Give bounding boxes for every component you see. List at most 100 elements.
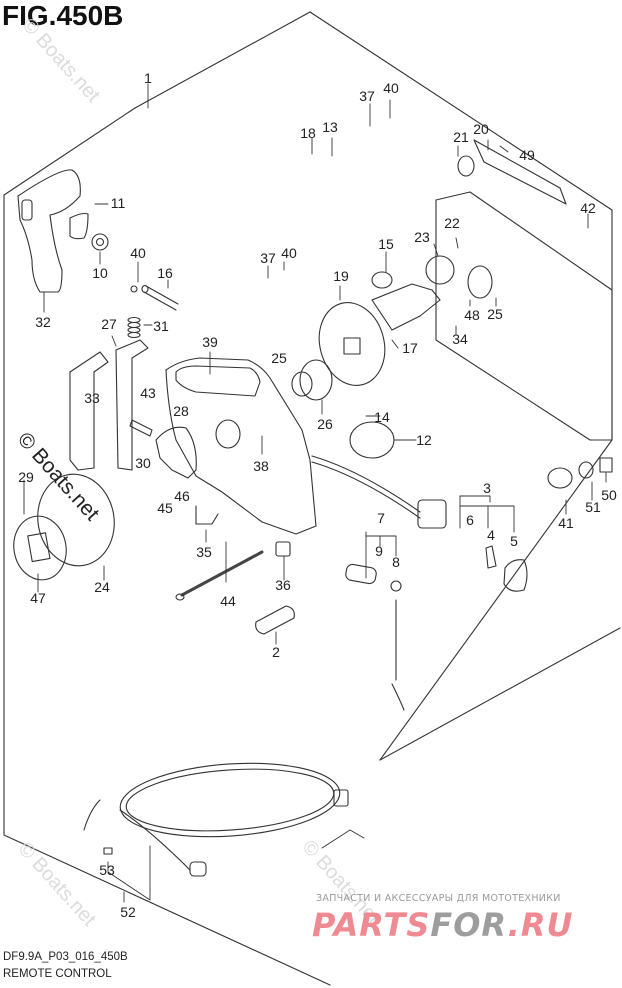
- callout-1: 1: [144, 70, 152, 86]
- callout-37-top: 37: [359, 88, 375, 104]
- callout-7: 7: [377, 510, 385, 526]
- handle-part-32: [17, 169, 81, 293]
- disc-part-19: [318, 302, 386, 386]
- callout-3: 3: [483, 480, 491, 496]
- callout-30: 30: [135, 455, 151, 471]
- callout-43: 43: [140, 385, 156, 401]
- seal-part-21: [457, 155, 475, 177]
- control-housing-38: [165, 357, 317, 535]
- callout-33: 33: [84, 390, 100, 406]
- callout-5: 5: [510, 533, 518, 549]
- plate-part-28: [155, 426, 197, 479]
- callout-8: 8: [392, 554, 400, 570]
- callout-18: 18: [300, 125, 316, 141]
- bush-part-25: [467, 265, 493, 299]
- bush-part-41: [547, 467, 573, 489]
- callout-31: 31: [153, 318, 169, 334]
- callout-44: 44: [220, 593, 236, 609]
- callout-53: 53: [99, 862, 115, 878]
- cable-part-52: [119, 762, 341, 838]
- screw-part-44: [180, 550, 264, 597]
- callout-13: 13: [322, 119, 338, 135]
- shop-brand-part-3: .RU: [507, 906, 574, 944]
- callout-23: 23: [414, 229, 430, 245]
- lever-part-27: [115, 339, 149, 471]
- callout-20: 20: [473, 121, 489, 137]
- callout-40-top: 40: [383, 80, 399, 96]
- ring-part-26: [299, 359, 333, 401]
- callout-47: 47: [30, 590, 46, 606]
- callout-25-right: 25: [487, 306, 503, 322]
- side-plate: [435, 191, 613, 441]
- callout-4: 4: [487, 527, 495, 543]
- callout-34: 34: [452, 331, 468, 347]
- callout-42: 42: [580, 200, 596, 216]
- callout-35: 35: [196, 544, 212, 560]
- callout-6: 6: [466, 512, 474, 528]
- assembly-outline: [3, 11, 621, 986]
- shop-brand-part-1: PARTS: [312, 906, 431, 944]
- callout-11: 11: [110, 195, 126, 211]
- clip-part-8: [390, 580, 402, 592]
- key-part-4: [485, 545, 497, 569]
- plate-part-2: [255, 605, 295, 635]
- link-part-30: [129, 419, 153, 437]
- callout-46: 46: [174, 488, 190, 504]
- spring-part-31: [127, 316, 141, 339]
- bracket-part-35: [195, 505, 219, 525]
- callout-39: 39: [202, 334, 218, 350]
- cap-part-5: [503, 559, 528, 592]
- callout-45: 45: [157, 500, 173, 516]
- shop-tagline: ЗАПЧАСТИ И АКСЕССУАРЫ ДЛЯ МОТОТЕХНИКИ: [316, 893, 561, 904]
- callout-22: 22: [444, 215, 460, 231]
- washer-part-51: [578, 461, 594, 479]
- callout-15: 15: [378, 236, 394, 252]
- lever-part-33: [69, 351, 109, 471]
- callout-38: 38: [253, 458, 269, 474]
- key-switch-part-6: [417, 499, 447, 529]
- stop-switch-part-9: [345, 563, 377, 585]
- ring-part-25: [291, 371, 313, 397]
- callout-17: 17: [402, 340, 418, 356]
- shop-brand-part-2: FOR: [430, 906, 508, 944]
- callout-24: 24: [94, 579, 110, 595]
- callout-2: 2: [272, 644, 280, 660]
- callout-40-mid: 40: [281, 245, 297, 261]
- figure-title: FIG.450B: [2, 0, 124, 31]
- callout-32: 32: [35, 314, 51, 330]
- gear-part-23: [425, 255, 455, 285]
- callout-9: 9: [375, 543, 383, 559]
- shaft-part-15: [371, 271, 393, 289]
- figure-caption: REMOTE CONTROL: [3, 968, 112, 980]
- figure-code: DF9.9A_P03_016_450B: [3, 951, 128, 963]
- callout-21: 21: [453, 129, 469, 145]
- cap-part-29: [13, 515, 67, 581]
- callout-12: 12: [416, 432, 432, 448]
- pad-part-11: [69, 212, 89, 240]
- gear-part-17: [371, 283, 441, 331]
- callout-28: 28: [173, 403, 189, 419]
- callout-52: 52: [120, 904, 136, 920]
- buzzer-part-12: [349, 421, 395, 459]
- nut-part-50: [599, 457, 613, 473]
- callout-27: 27: [101, 316, 117, 332]
- clip-part-36: [275, 541, 291, 557]
- shop-brand-logo: PARTSFOR.RU: [312, 906, 573, 944]
- washer-part-10: [91, 233, 109, 251]
- callout-10: 10: [92, 265, 108, 281]
- callout-29: 29: [18, 469, 34, 485]
- callout-49: 49: [519, 147, 535, 163]
- wire-harness: [311, 455, 421, 513]
- fuse-part-53: [103, 847, 113, 855]
- cover-part-20: [473, 139, 567, 205]
- callout-14: 14: [374, 409, 390, 425]
- callout-19: 19: [333, 268, 349, 284]
- hub-part-24: [37, 473, 115, 567]
- callout-16: 16: [157, 265, 173, 281]
- callout-26: 26: [317, 416, 333, 432]
- callout-50: 50: [601, 487, 617, 503]
- callout-51: 51: [585, 499, 601, 515]
- callout-40-left: 40: [130, 245, 146, 261]
- lanyard: [391, 599, 405, 711]
